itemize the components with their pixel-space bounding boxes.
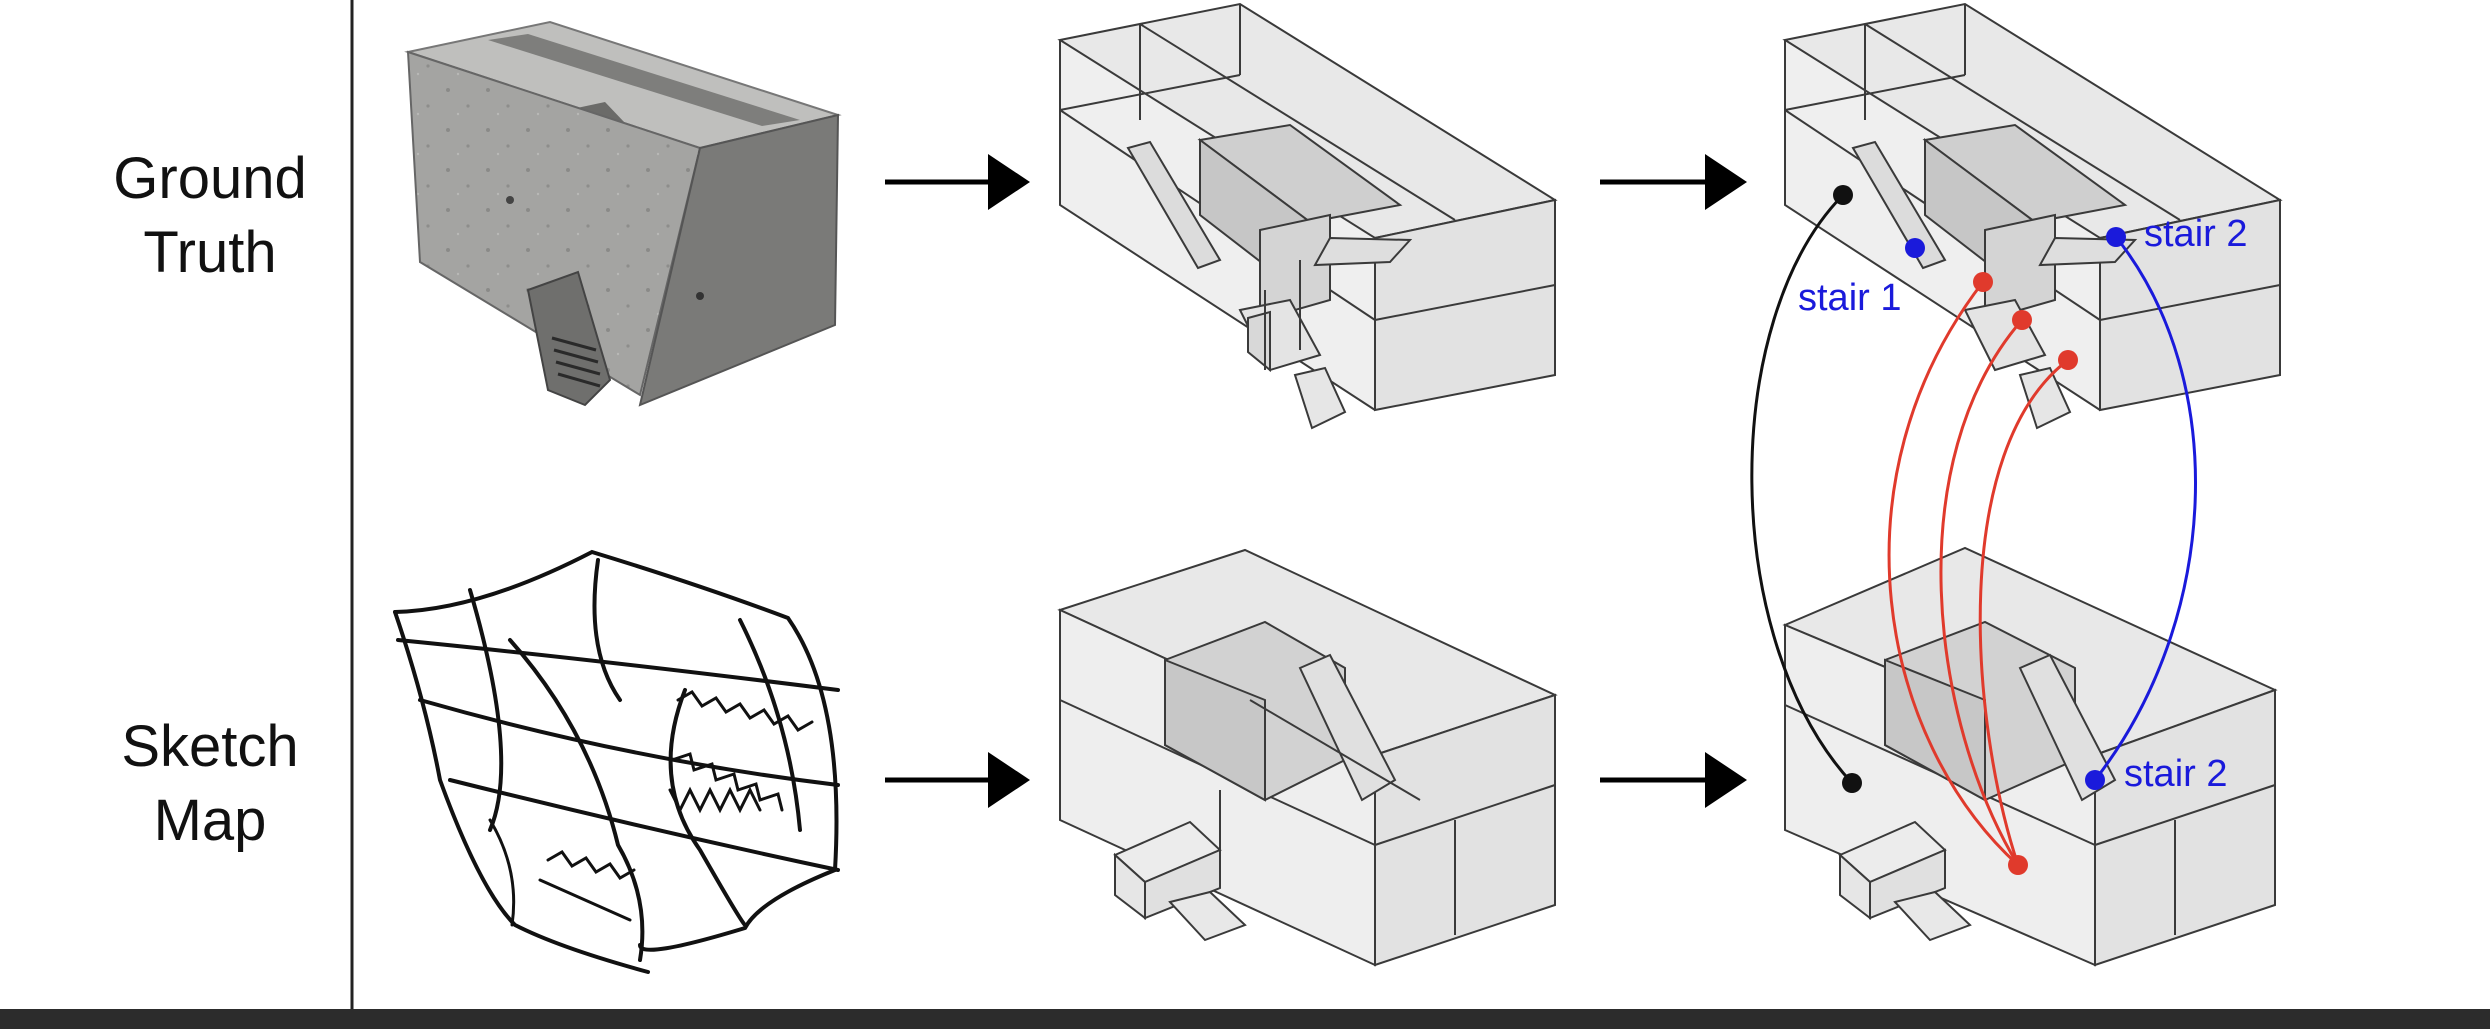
dot-black-bottom xyxy=(1842,773,1862,793)
dot-black-top xyxy=(1833,185,1853,205)
link-red-3 xyxy=(1978,358,2069,866)
dot-red-top-1 xyxy=(1973,272,1993,292)
row-label-ground-truth: Ground Truth xyxy=(45,142,375,290)
link-red-1 xyxy=(1887,281,2020,867)
row-label-sketch-map: Sketch Map xyxy=(45,710,375,858)
ground-truth-box-model-annotated xyxy=(1782,2,2283,430)
arrow-top-left xyxy=(885,154,1030,210)
dot-red-bottom xyxy=(2008,855,2028,875)
dot-blue-stair-2-bottom xyxy=(2085,770,2105,790)
dot-blue-stair-1 xyxy=(1905,238,1925,258)
annotation-gt-stair-1: stair 1 xyxy=(1798,277,1902,319)
link-black xyxy=(1750,193,1854,785)
arrow-bottom-right xyxy=(1600,752,1747,808)
correspondence-links xyxy=(1750,193,2197,867)
ground-truth-building-image xyxy=(404,20,842,407)
link-red-2 xyxy=(1939,319,2024,866)
row-label-line: Map xyxy=(153,788,267,853)
bottom-bar xyxy=(0,1009,2490,1029)
row-label-line: Truth xyxy=(143,220,277,285)
ground-truth-box-model xyxy=(1057,2,1558,430)
annotation-gt-stair-2: stair 2 xyxy=(2144,213,2248,255)
arrow-top-right xyxy=(1600,154,1747,210)
row-label-line: Sketch xyxy=(121,714,299,779)
dot-blue-stair-2-top xyxy=(2106,227,2126,247)
link-blue xyxy=(2093,236,2197,781)
dot-red-top-3 xyxy=(2058,350,2078,370)
dot-red-top-2 xyxy=(2012,310,2032,330)
arrow-bottom-left xyxy=(885,752,1030,808)
sketch-map-box-model-annotated xyxy=(1782,546,2278,967)
annotation-sk-stair-2: stair 2 xyxy=(2124,753,2228,795)
stair-dots xyxy=(1833,185,2126,875)
sketch-map-drawing xyxy=(393,549,840,974)
sketch-map-box-model xyxy=(1057,548,1558,967)
row-label-line: Ground xyxy=(113,146,307,211)
